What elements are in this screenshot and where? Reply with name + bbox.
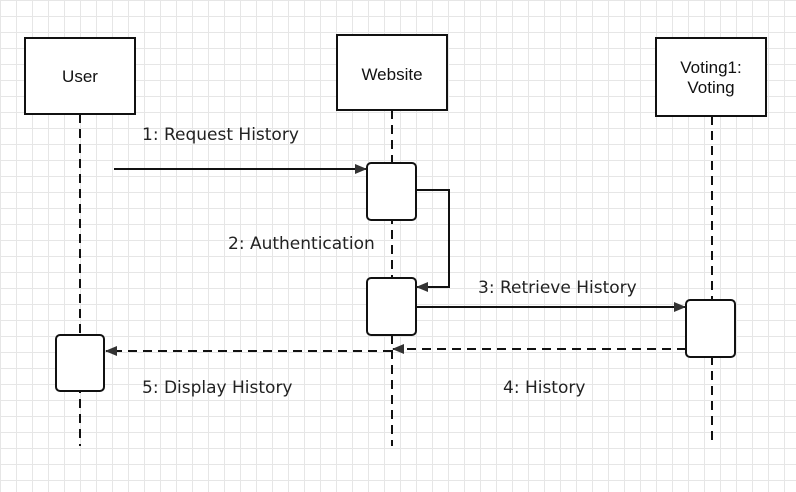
participant-user-label: User — [62, 67, 98, 86]
participant-user[interactable] — [24, 37, 136, 115]
participant-voting[interactable] — [655, 37, 767, 117]
message-arrow-2 — [416, 189, 450, 292]
message-label-3: 3: Retrieve History — [478, 278, 637, 298]
message-label-4: 4: History — [503, 378, 585, 398]
participant-voting-label-line2: Voting — [687, 78, 734, 97]
message-label-1: 1: Request History — [142, 125, 299, 145]
message-label-5: 5: Display History — [142, 378, 293, 398]
activation-user — [55, 334, 105, 392]
participant-website[interactable] — [336, 34, 448, 111]
activation-website-1 — [366, 162, 417, 221]
participant-voting-label-line1: Voting1: — [680, 58, 741, 77]
message-label-2: 2: Authentication — [228, 234, 375, 254]
activation-voting — [685, 299, 736, 358]
participant-website-label: Website — [361, 65, 422, 84]
activation-website-2 — [366, 277, 417, 336]
